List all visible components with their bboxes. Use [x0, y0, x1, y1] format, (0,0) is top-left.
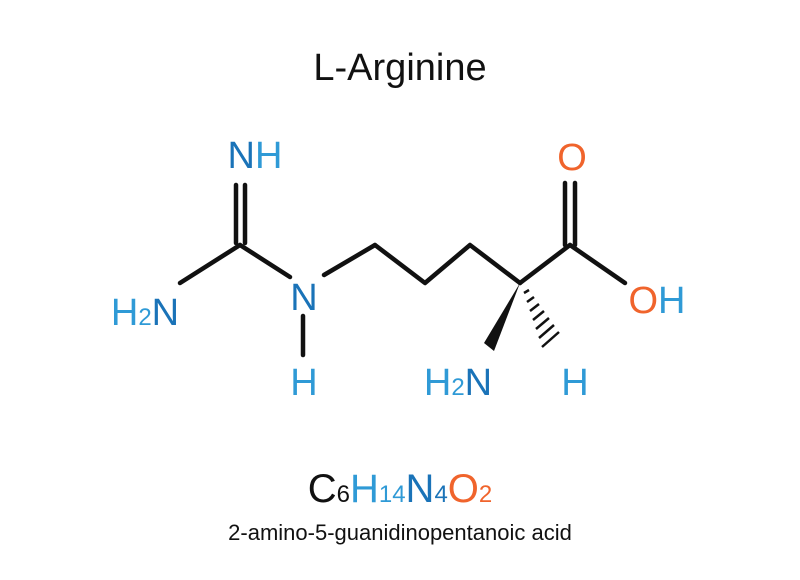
molecular-formula: C6H14N4O2	[308, 467, 493, 511]
atom-center-h: H	[290, 362, 317, 404]
atom-alpha-amine: H2N	[424, 362, 492, 404]
atom-hydroxyl: OH	[628, 280, 685, 322]
bond-alpha-carboxyl	[517, 242, 573, 286]
atom-carbonyl-o: O	[557, 137, 587, 179]
page-title: L-Arginine	[313, 47, 486, 89]
atom-alpha-h: H	[561, 362, 588, 404]
bond-n-chain	[321, 242, 378, 278]
bond-skeleton	[177, 180, 628, 358]
bond-c-center-n	[237, 242, 293, 280]
atom-imine-nh: NH	[228, 135, 283, 177]
bond-wedge-alpha-amine	[484, 283, 520, 351]
atom-center-n: N	[290, 277, 317, 319]
bond-c-hydroxyl	[567, 242, 628, 286]
bond-hash-alpha-h	[523, 288, 560, 348]
atom-left-amine: H2N	[111, 292, 179, 334]
bond-carbon-chain	[372, 242, 523, 286]
iupac-name: 2-amino-5-guanidinopentanoic acid	[228, 520, 572, 545]
bond-c-left-amine	[177, 242, 243, 286]
